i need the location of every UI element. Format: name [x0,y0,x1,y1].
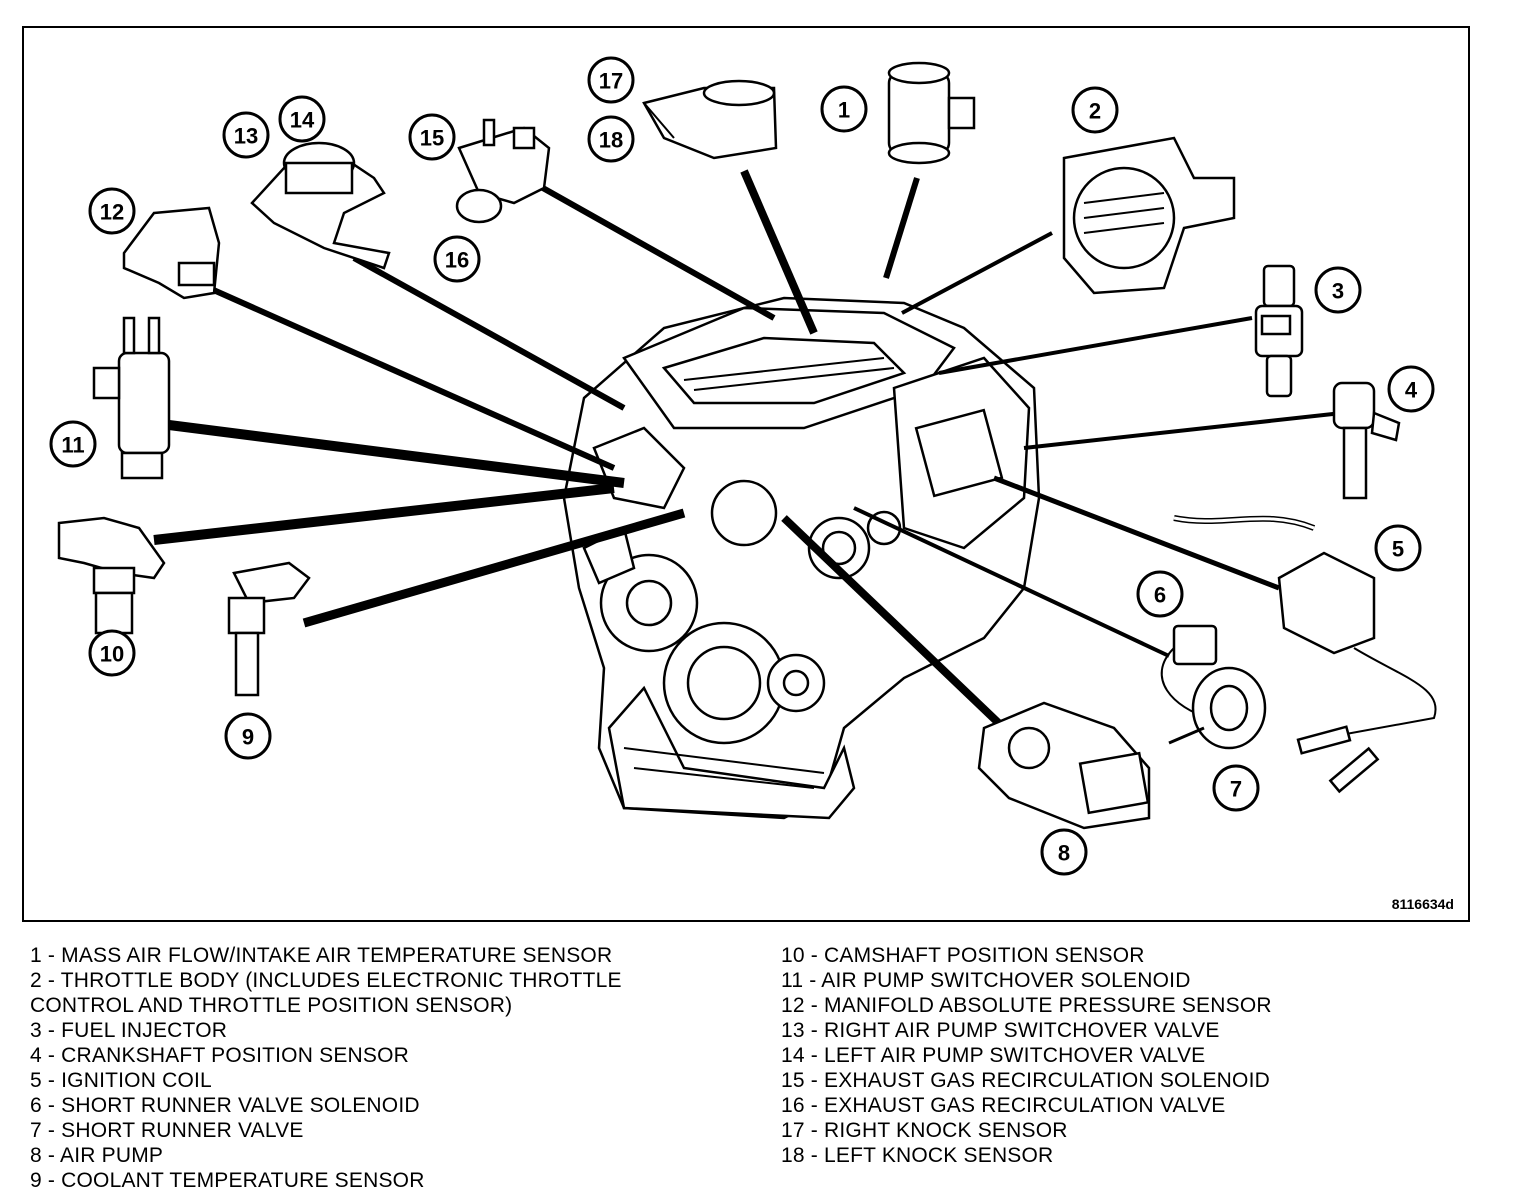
legend-item: 1 - MASS AIR FLOW/INTAKE AIR TEMPERATURE… [30,944,613,967]
svg-text:13: 13 [234,124,258,149]
legend-item: 6 - SHORT RUNNER VALVE SOLENOID [30,1094,420,1117]
svg-text:15: 15 [420,126,444,151]
leader-lines [153,169,1343,736]
diagram-frame: 1 2 3 4 5 6 7 8 9 10 11 12 13 14 15 16 1… [22,26,1470,922]
part-9-coolant-temperature-sensor [227,561,311,697]
part-2-throttle-body [1062,136,1236,295]
callout-12: 12 [88,187,136,235]
svg-text:8: 8 [1058,841,1070,866]
svg-text:18: 18 [599,128,623,153]
callout-3: 3 [1314,266,1362,314]
part-3-fuel-injector [1254,264,1304,398]
part-13-14-air-pump-switchover-valve [250,141,391,270]
svg-text:12: 12 [100,200,124,225]
callout-4: 4 [1387,365,1435,413]
callout-9: 9 [224,712,272,760]
svg-text:17: 17 [599,69,623,94]
part-10-camshaft-position-sensor [57,516,166,635]
legend-item: 3 - FUEL INJECTOR [30,1019,228,1042]
callout-7: 7 [1212,764,1260,812]
legend-left: 1 - MASS AIR FLOW/INTAKE AIR TEMPERATURE… [30,943,720,1193]
callout-11: 11 [49,420,97,468]
figure-code: 8116634d [1391,896,1454,912]
legend-right: 10 - CAMSHAFT POSITION SENSOR 11 - AIR P… [781,943,1501,1168]
part-17-18-knock-sensor [642,79,778,160]
part-8-air-pump [977,701,1151,830]
engine-assembly [562,296,1041,820]
legend-item: 9 - COOLANT TEMPERATURE SENSOR [30,1169,425,1192]
svg-text:11: 11 [61,433,84,458]
part-11-air-pump-switchover-solenoid [92,316,171,480]
callout-10: 10 [88,629,136,677]
legend-item: 16 - EXHAUST GAS RECIRCULATION VALVE [781,1094,1226,1117]
legend-item: 12 - MANIFOLD ABSOLUTE PRESSURE SENSOR [781,994,1272,1017]
svg-text:16: 16 [445,248,469,273]
legend-item: 5 - IGNITION COIL [30,1069,212,1092]
callout-16: 16 [433,235,481,283]
svg-text:1: 1 [838,98,850,123]
svg-text:5: 5 [1392,537,1404,562]
svg-text:14: 14 [290,108,315,133]
legend-item: 2 - THROTTLE BODY (INCLUDES ELECTRONIC T… [30,969,622,992]
legend-item: 4 - CRANKSHAFT POSITION SENSOR [30,1044,410,1067]
legend-item: 8 - AIR PUMP [30,1144,164,1167]
svg-text:9: 9 [242,725,254,750]
legend-item: 15 - EXHAUST GAS RECIRCULATION SOLENOID [781,1069,1270,1092]
part-4-crankshaft-position-sensor [1332,381,1401,500]
callout-15: 15 [408,113,456,161]
callout-2: 2 [1071,86,1119,134]
callout-17: 17 [587,56,635,104]
callout-5: 5 [1374,524,1422,572]
legend-item: 14 - LEFT AIR PUMP SWITCHOVER VALVE [781,1044,1206,1067]
legend-item: 11 - AIR PUMP SWITCHOVER SOLENOID [781,969,1191,992]
svg-text:3: 3 [1332,279,1344,304]
part-12-manifold-absolute-pressure-sensor [122,206,221,300]
legend-item: 18 - LEFT KNOCK SENSOR [781,1144,1054,1167]
legend-item: 10 - CAMSHAFT POSITION SENSOR [781,944,1145,967]
callout-14: 14 [278,95,326,143]
callout-13: 13 [222,111,270,159]
legend-item: CONTROL AND THROTTLE POSITION SENSOR) [30,994,513,1017]
svg-text:4: 4 [1405,378,1418,403]
legend-item: 17 - RIGHT KNOCK SENSOR [781,1119,1068,1142]
part-5-ignition-coil [1173,515,1437,794]
svg-text:2: 2 [1089,99,1101,124]
part-15-16-egr-solenoid-valve [455,118,551,224]
svg-text:7: 7 [1230,777,1242,802]
svg-text:10: 10 [100,642,124,667]
part-7-short-runner-valve [1168,666,1267,750]
callout-6: 6 [1136,570,1184,618]
part-6-short-runner-valve-solenoid [1160,624,1218,719]
callout-18: 18 [587,115,635,163]
callout-1: 1 [820,85,868,133]
engine-sensor-diagram: 1 2 3 4 5 6 7 8 9 10 11 12 13 14 15 16 1… [49,56,1437,876]
svg-text:6: 6 [1154,583,1166,608]
legend-item: 7 - SHORT RUNNER VALVE [30,1119,304,1142]
part-1-mass-air-flow-sensor [887,61,976,165]
legend-item: 13 - RIGHT AIR PUMP SWITCHOVER VALVE [781,1019,1220,1042]
callout-8: 8 [1040,828,1088,876]
